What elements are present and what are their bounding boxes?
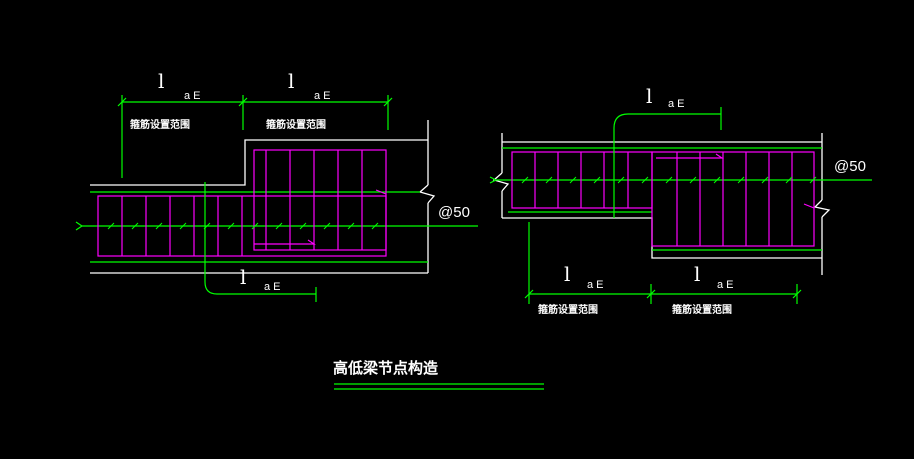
left-bottom-lae-main: l bbox=[240, 265, 246, 289]
right-top-lae-sub: aE bbox=[668, 98, 687, 110]
right-bent-bar bbox=[613, 107, 722, 218]
left-top-lae2-sub: aE bbox=[314, 90, 333, 102]
left-bottom-lae-sub: aE bbox=[264, 281, 283, 293]
left-bent-bar bbox=[204, 182, 317, 302]
left-detail: l aE l aE 箍筋设置范围 箍筋设置范围 l aE @50 bbox=[75, 69, 478, 302]
right-bottom-lae2-sub: aE bbox=[717, 279, 736, 291]
right-ticks bbox=[521, 176, 817, 184]
drawing-title: 高低梁节点构造 bbox=[333, 359, 438, 377]
right-bottom-lae1-sub: aE bbox=[587, 279, 606, 291]
left-longitudinal-bars bbox=[75, 191, 478, 263]
left-high-stirrups bbox=[253, 149, 387, 251]
right-beam-outline bbox=[492, 133, 831, 275]
right-spacing-label: @50 bbox=[834, 158, 866, 175]
right-zone-label-1: 箍筋设置范围 bbox=[538, 303, 598, 316]
left-top-lae1-main: l bbox=[158, 69, 164, 93]
left-beam-outline bbox=[90, 120, 436, 274]
right-zone-label-2: 箍筋设置范围 bbox=[672, 303, 732, 316]
right-bottom-dimension bbox=[524, 222, 802, 304]
right-bottom-lae2-main: l bbox=[694, 262, 700, 286]
right-top-lae-main: l bbox=[646, 84, 652, 108]
left-top-dimension bbox=[117, 95, 393, 178]
left-spacing-label: @50 bbox=[438, 204, 470, 221]
left-ticks bbox=[107, 222, 379, 230]
right-bottom-lae1-main: l bbox=[564, 262, 570, 286]
right-low-stirrups bbox=[651, 151, 815, 247]
left-top-lae2-main: l bbox=[288, 69, 294, 93]
right-longitudinal-bars bbox=[489, 147, 872, 251]
drawing-title-block: 高低梁节点构造 bbox=[333, 359, 544, 390]
left-zone-label-1: 箍筋设置范围 bbox=[130, 118, 190, 131]
left-zone-label-2: 箍筋设置范围 bbox=[266, 118, 326, 131]
left-top-lae1-sub: aE bbox=[184, 90, 203, 102]
right-detail: l aE @50 l aE l aE 箍筋设置范围 箍筋设置范围 bbox=[489, 84, 872, 316]
